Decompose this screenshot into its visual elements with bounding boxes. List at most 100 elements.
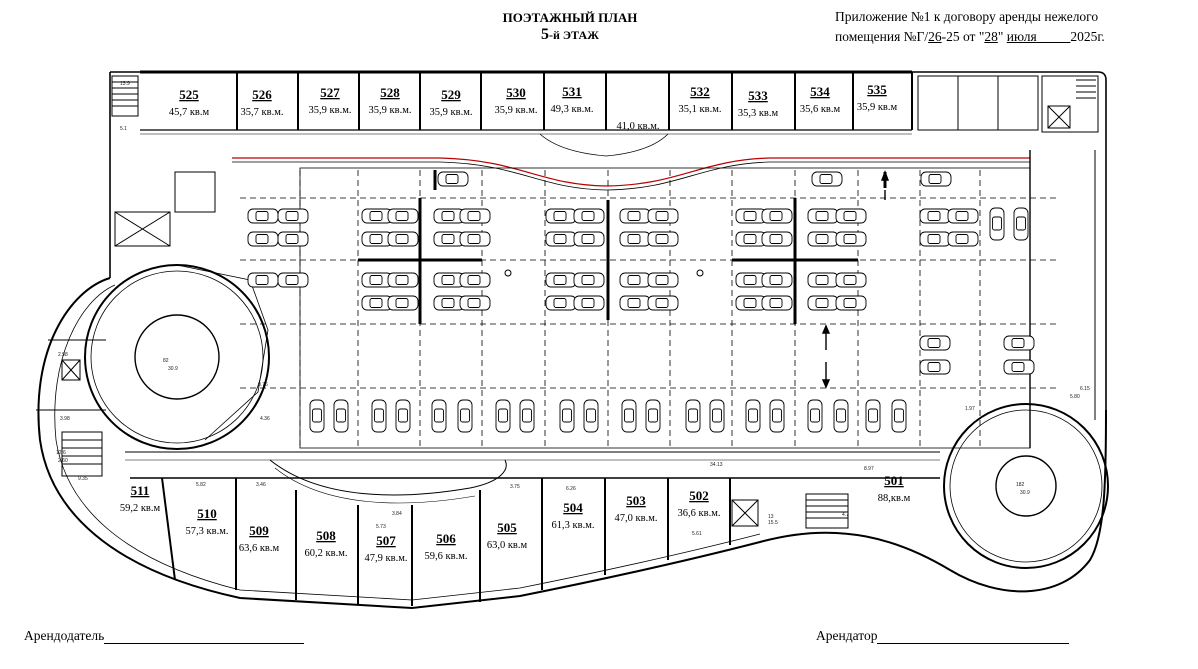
parking-car-icon [807,295,839,311]
parking-car-icon [247,231,279,247]
unit-top-528: 528 35,9 кв.м. [369,85,412,116]
parking-car-icon [621,399,637,433]
unit-number: 511 [131,483,150,498]
parking-car-icon [387,208,419,224]
parking-car-icon [361,231,393,247]
landlord-label: Арендодатель [24,628,105,643]
parking-car-icon [387,272,419,288]
svg-text:4.36: 4.36 [260,416,270,422]
unit-area: 36,6 кв.м. [678,508,721,519]
svg-text:5.80: 5.80 [1070,394,1080,400]
parking-car-icon [647,272,679,288]
svg-text:8.97: 8.97 [864,466,874,472]
parking-car-icon [459,231,491,247]
parking-car-icon [545,208,577,224]
svg-text:3.84: 3.84 [392,511,402,517]
unit-area: 35,9 кв.м. [495,105,538,116]
svg-text:0.76: 0.76 [258,382,268,388]
floor-title: 5-й ЭТАЖ [480,26,660,44]
parking-car-icon [647,231,679,247]
unit-number: 510 [197,506,217,521]
parking-car-icon [457,399,473,433]
svg-text:3.75: 3.75 [510,484,520,490]
parking-car-icon [619,231,651,247]
parking-car-icon [361,272,393,288]
parking-car-icon [833,399,849,433]
parking-car-icon [807,272,839,288]
unit-area: 41,0 кв.м. [617,121,660,132]
parking-car-icon [433,231,465,247]
svg-text:5.1: 5.1 [120,126,127,132]
appendix-prefix: помещения №Г/ [835,29,929,44]
svg-text:5.61: 5.61 [692,531,702,537]
parking-car-icon [459,208,491,224]
unit-top-unnumbered-7: 41,0 кв.м. [617,121,660,132]
appendix-mid: -25 от " [941,29,985,44]
parking-car-icon [309,399,325,433]
parking-car-icon [807,208,839,224]
unit-number: 533 [748,88,768,103]
appendix-line-1: Приложение №1 к договору аренды нежелого [835,9,1099,24]
svg-text:4.7: 4.7 [842,512,849,518]
svg-text:3.98: 3.98 [60,416,70,422]
unit-number: 528 [380,85,400,100]
unit-number: 525 [179,87,199,102]
parking-car-icon [735,295,767,311]
parking-car-icon [247,272,279,288]
parking-car-icon [807,399,823,433]
parking-car-icon [573,231,605,247]
parking-car-icon [545,272,577,288]
svg-text:13: 13 [768,514,774,520]
parking-car-icon [573,272,605,288]
parking-car-icon [865,399,881,433]
parking-car-icon [919,359,951,375]
unit-number: 501 [884,473,904,488]
parking-car-icon [947,208,979,224]
parking-car-icon [583,399,599,433]
parking-car-icon [247,208,279,224]
svg-text:12.6: 12.6 [56,450,66,456]
svg-text:2.98: 2.98 [58,352,68,358]
parking-car-icon [619,208,651,224]
unit-area: 35,9 кв.м. [369,105,412,116]
unit-number: 508 [316,528,336,543]
parking-car-icon [371,399,387,433]
landlord-signature-line [104,631,305,644]
parking-car-icon [545,295,577,311]
unit-area: 45,7 кв.м [169,107,210,118]
parking-car-icon [685,399,701,433]
parking-car-icon [495,399,511,433]
appendix-line-2: помещения №Г/26-25 от "28" июля 2025г. [835,29,1105,45]
parking-car-icon [835,208,867,224]
parking-car-icon [735,231,767,247]
parking-car-icon [559,399,575,433]
svg-text:5.73: 5.73 [376,524,386,530]
parking-car-icon [573,208,605,224]
unit-area: 49,3 кв.м. [551,104,594,115]
unit-area: 35,3 кв.м [738,108,779,119]
parking-car-icon [459,295,491,311]
parking-car-icon [745,399,761,433]
parking-car-icon [891,399,907,433]
parking-car-icon [919,335,951,351]
unit-number: 531 [562,84,582,99]
unit-number: 502 [689,488,709,503]
unit-top-531: 531 49,3 кв.м. [551,84,594,115]
parking-car-icon [835,272,867,288]
unit-number: 506 [436,531,456,546]
parking-car-icon [333,399,349,433]
floor-suffix: -й ЭТАЖ [549,28,599,42]
floor-number: 5 [541,26,549,43]
parking-car-icon [835,231,867,247]
svg-text:9.35: 9.35 [78,476,88,482]
